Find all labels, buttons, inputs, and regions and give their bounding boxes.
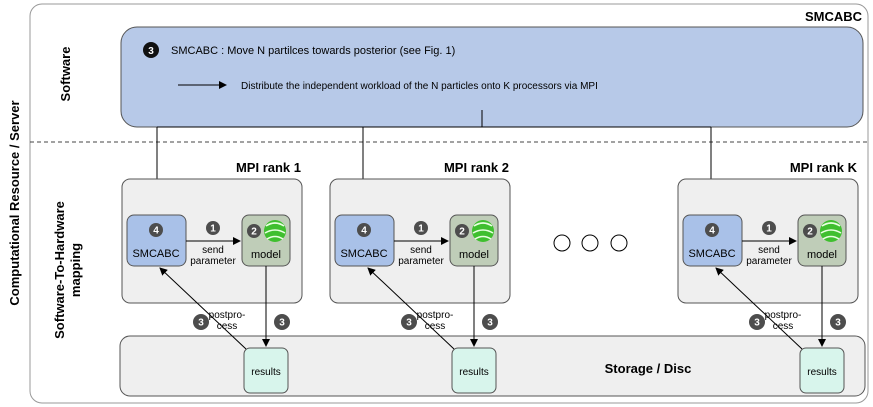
software-layer-label: Software (58, 47, 73, 102)
results-box (451, 347, 497, 394)
send-step-badge: 1 (414, 221, 428, 235)
svg-text:4: 4 (361, 226, 367, 237)
write-step-badge: 3 (482, 314, 498, 330)
postprocess-label-2: cess (773, 321, 794, 332)
send-label-2: parameter (398, 256, 444, 267)
send-label-1: send (410, 245, 432, 256)
corner-title: SMCABC (805, 9, 863, 24)
software-step-number: 3 (148, 46, 154, 57)
postprocess-step-badge: 3 (193, 314, 209, 330)
smcabc-label: SMCABC (132, 248, 179, 260)
software-line-1: SMCABC : Move N partilces towards poster… (171, 45, 455, 57)
svg-text:2: 2 (807, 227, 813, 238)
model-step-badge: 2 (803, 224, 817, 238)
smcabc-label: SMCABC (688, 248, 735, 260)
rank-title: MPI rank K (790, 160, 858, 175)
ellipsis-circles (553, 234, 628, 252)
postprocess-step-badge: 3 (749, 314, 765, 330)
model-label: model (807, 249, 837, 261)
postprocess-step-badge: 3 (401, 314, 417, 330)
svg-text:3: 3 (487, 318, 493, 329)
model-logo-icon (820, 220, 842, 242)
send-label-1: send (202, 245, 224, 256)
software-box (120, 26, 864, 128)
write-step-badge: 3 (830, 314, 846, 330)
postprocess-label-2: cess (425, 321, 446, 332)
postprocess-label-1: postpro- (417, 310, 454, 321)
software-line-2: Distribute the independent workload of t… (241, 81, 598, 92)
postprocess-arrow (715, 267, 803, 350)
mapping-layer-label-2: mapping (68, 243, 83, 297)
postprocess-arrow (367, 267, 455, 350)
send-label-1: send (758, 245, 780, 256)
results-box (243, 347, 289, 394)
send-step-badge: 1 (762, 221, 776, 235)
rank-title: MPI rank 1 (236, 160, 301, 175)
svg-text:4: 4 (709, 226, 715, 237)
smcabc-step-badge: 4 (149, 223, 163, 237)
model-label: model (251, 249, 281, 261)
storage-label: Storage / Disc (605, 361, 692, 376)
model-step-badge: 2 (247, 224, 261, 238)
svg-text:3: 3 (406, 318, 412, 329)
svg-text:3: 3 (835, 318, 841, 329)
results-label: results (807, 367, 836, 378)
svg-text:2: 2 (251, 227, 257, 238)
model-label: model (459, 249, 489, 261)
model-logo-icon (472, 220, 494, 242)
send-step-badge: 1 (206, 221, 220, 235)
svg-text:1: 1 (418, 224, 424, 235)
svg-text:4: 4 (153, 226, 159, 237)
write-step-badge: 3 (274, 314, 290, 330)
postprocess-label-1: postpro- (209, 310, 246, 321)
send-label-2: parameter (190, 256, 236, 267)
results-label: results (459, 367, 488, 378)
svg-text:2: 2 (459, 227, 465, 238)
model-step-badge: 2 (455, 224, 469, 238)
postprocess-arrow (159, 267, 247, 350)
outer-axis-label: Computational Resource / Server (7, 100, 22, 305)
smcabc-step-badge: 4 (357, 223, 371, 237)
svg-text:1: 1 (766, 224, 772, 235)
svg-text:1: 1 (210, 224, 216, 235)
smcabc-step-badge: 4 (705, 223, 719, 237)
svg-text:3: 3 (198, 318, 204, 329)
mapping-layer-label-1: Software-To-Hardware (52, 201, 67, 339)
rank-title: MPI rank 2 (444, 160, 509, 175)
smcabc-label: SMCABC (340, 248, 387, 260)
svg-text:3: 3 (754, 318, 760, 329)
postprocess-label-2: cess (217, 321, 238, 332)
send-label-2: parameter (746, 256, 792, 267)
results-box (799, 347, 845, 394)
svg-text:3: 3 (279, 318, 285, 329)
model-logo-icon (264, 220, 286, 242)
results-label: results (251, 367, 280, 378)
postprocess-label-1: postpro- (765, 310, 802, 321)
software-step-badge (143, 42, 159, 58)
